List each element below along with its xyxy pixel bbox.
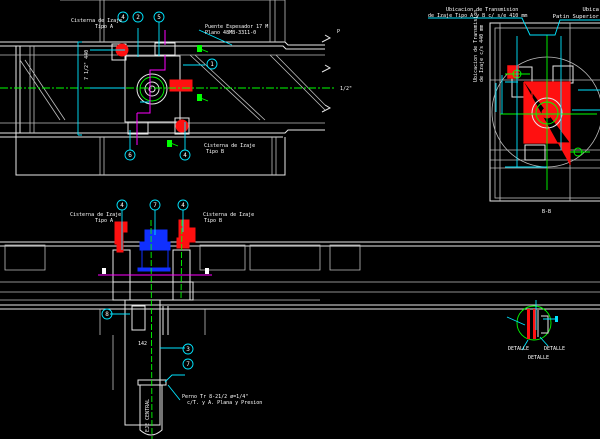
hoist-b-elevation [176, 219, 196, 249]
bubble-5: 5 [157, 14, 161, 21]
bubble-2: 2 [136, 14, 140, 21]
label-tipo-b: Tipo B [206, 149, 224, 155]
bubble-4-elev: 4 [120, 202, 124, 209]
label-plano: Plano 48MB-3311-0 [205, 30, 256, 36]
label-cisterna-b: Cisterna de Izaje [204, 143, 255, 149]
label-side2: de Izaje c/s 440 mm [479, 25, 485, 82]
label-tipo-a: Tipo A [95, 24, 113, 30]
plan-bubbles: 4 2 5 1 6 4 [117, 11, 218, 161]
label-detail-left: DETALLE [508, 346, 529, 352]
detail-view: DETALLE DETALLE DETALLE [506, 300, 565, 361]
label-elev-tipo-b: Tipo B [204, 218, 222, 224]
label-cisterna-a: Cisterna de Izaje [71, 18, 122, 24]
label-elev-tipo-a: Tipo A [95, 218, 113, 224]
label-perno1: Perno Tr 8-21/2 ø=1/4" [182, 394, 248, 400]
label-right-title: Ubica [582, 7, 599, 13]
bubble-3-elev: 3 [186, 346, 190, 353]
drive-motor [169, 79, 193, 92]
hoist-a-elevation [114, 221, 128, 253]
plan-view: 4 2 5 1 6 4 Cisterna de Izaje Tipo A Pue… [0, 0, 352, 176]
bubble-4b: 4 [183, 152, 187, 159]
label-elev-cisterna-a: Cisterna de Izaje [70, 212, 121, 218]
label-detail-caption: DETALLE [528, 355, 549, 361]
label-right-sub: Patin Superior [553, 14, 600, 20]
section-view: Ubicacion de Transmision de Izaje Tipo A… [428, 7, 600, 215]
label-section-name: B-B [542, 209, 551, 215]
label-puente: Puente Espesador 17 M [205, 24, 268, 30]
label-eje: EJE CENTRAL [145, 399, 151, 432]
bubble-7-elev: 7 [153, 202, 157, 209]
elevation-bubbles: 4 7 4 8 3 7 [101, 199, 194, 370]
bubble-7b-elev: 7 [186, 361, 190, 368]
label-section-title1: Ubicacion de Transmision [446, 7, 518, 13]
hoist-b-icon [175, 119, 189, 133]
drive-elevation [137, 229, 171, 272]
bubble-6: 6 [128, 152, 132, 159]
bubble-4: 4 [121, 14, 125, 21]
bubble-1: 1 [210, 61, 214, 68]
label-detail-right: DETALLE [544, 346, 565, 352]
label-ref: P [337, 29, 340, 35]
label-side1: Ubicacion de Transmision [473, 10, 479, 82]
bubble-4b-elev: 4 [181, 202, 185, 209]
bubble-8-elev: 8 [105, 311, 109, 318]
label-dim: 142 [138, 341, 147, 347]
label-axis: 1/2" [340, 86, 352, 92]
elevation-view: 4 7 4 8 3 7 Cisterna de Izaje Tipo A Cis… [0, 199, 600, 439]
label-elev-cisterna-b: Cisterna de Izaje [203, 212, 254, 218]
label-section-title2: de Izaje Tipo A y B c/ s/e 410 mm [428, 13, 527, 19]
label-perno2: c/T. y A. Plana y Presion [187, 400, 262, 406]
label-dim-left: 7 1/2" 440 [84, 50, 90, 80]
